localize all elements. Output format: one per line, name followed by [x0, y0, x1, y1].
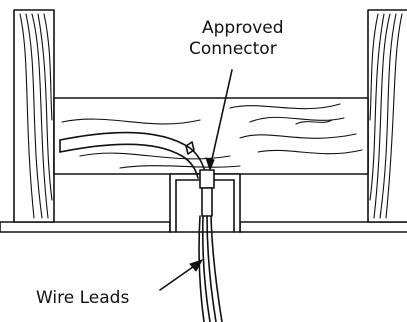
connector-label-line2: Connector [189, 39, 277, 59]
right-joist [367, 9, 407, 223]
wire-leads-bundle [198, 215, 223, 322]
connector-label-line1: Approved [202, 18, 284, 38]
wire-leads-arrowhead [189, 259, 204, 272]
left-joist [13, 9, 55, 223]
connector-arrowhead [205, 157, 215, 172]
approved-connector [199, 169, 215, 217]
supply-cable [59, 131, 207, 179]
wire-leads-label: Wire Leads [36, 288, 129, 308]
connector-leader-line [209, 69, 233, 169]
